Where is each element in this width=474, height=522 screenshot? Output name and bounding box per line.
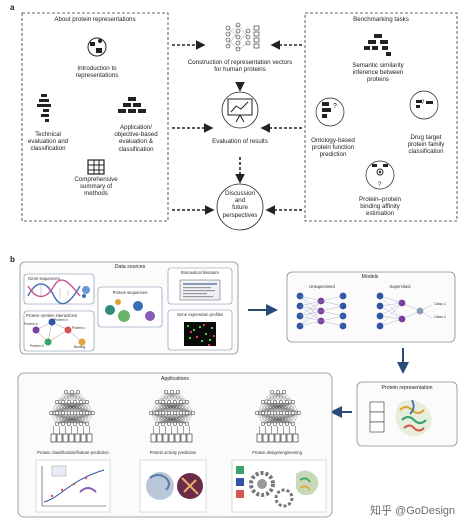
discussion-label: Discussion and future perspectives xyxy=(222,190,258,219)
application-network-2 xyxy=(148,389,196,443)
evaluation-board-icon xyxy=(221,91,259,129)
drug-target-icon: ? xyxy=(409,90,439,120)
application-icon xyxy=(118,97,146,113)
binding-label: Protein–protein binding affinity estimat… xyxy=(359,196,401,218)
watermark: 知乎 @GoDesign xyxy=(370,505,456,517)
protein-sequence-blobs xyxy=(105,299,155,322)
models-title: Models xyxy=(361,274,379,280)
supervised-network xyxy=(376,292,433,330)
ppi-node-b: Protein b xyxy=(54,318,68,322)
protein-sequences-label: Protein sequences xyxy=(112,290,148,295)
left-box-title: About protein representations xyxy=(54,16,136,23)
application-label: Application/ objective-based evaluation … xyxy=(114,124,158,153)
ontology-icon: ? xyxy=(315,97,345,127)
svg-text:?: ? xyxy=(421,100,425,106)
svg-text:?: ? xyxy=(378,182,382,188)
vector-cells xyxy=(369,401,385,433)
applications-title: Applications xyxy=(161,376,189,382)
ppi-node-c: Protein c xyxy=(72,326,86,330)
literature-screenshot xyxy=(179,279,221,301)
class1-label: Class 1 xyxy=(434,302,446,306)
ontology-label: Ontology-based protein function predicti… xyxy=(311,137,355,159)
intro-icon xyxy=(87,37,107,57)
drug-target-label: Drug target protein family classificatio… xyxy=(407,134,445,156)
summary-label: Comprehensive summary of methods xyxy=(74,176,118,198)
app1-label: Protein classification/feature predictio… xyxy=(37,450,109,455)
evaluation-label: Evaluation of results xyxy=(212,138,268,145)
app2-label: Protein activity prediction xyxy=(149,450,197,455)
unsupervised-label: Unsupervised xyxy=(309,284,335,289)
unsupervised-network xyxy=(296,292,347,330)
app3-design-graphic xyxy=(231,459,327,513)
construction-network-icon xyxy=(225,22,260,52)
ppi-network xyxy=(32,318,86,346)
gene-expression-heatmap xyxy=(184,322,216,346)
ppi-node-a: Protein a xyxy=(24,322,38,326)
semantic-icon xyxy=(364,34,391,56)
models-box xyxy=(286,271,456,343)
app2-protein-graphic xyxy=(139,459,207,513)
biomedical-literature-label: Biomedical literature xyxy=(181,270,219,275)
gene-expression-label: Gene expression profiles xyxy=(176,312,224,317)
supervised-label: Supervised xyxy=(389,284,411,289)
app3-label: Protein design/engineering xyxy=(252,450,302,455)
application-networks xyxy=(48,389,302,443)
panel-a-letter: a xyxy=(10,3,15,12)
svg-text:?: ? xyxy=(333,103,337,110)
discussion-circle xyxy=(216,183,264,231)
panel-b xyxy=(17,261,458,518)
representation-title: Protein representation xyxy=(381,385,433,391)
right-dashed-box xyxy=(304,12,458,222)
class2-label: Class 2 xyxy=(434,315,446,319)
dna-helix-graphic xyxy=(27,279,90,305)
protein-structure-graphic xyxy=(395,399,432,437)
left-dashed-box xyxy=(21,12,169,222)
ppi-node-d: Protein d xyxy=(30,344,44,348)
app1-chart-graphic xyxy=(35,459,111,513)
ppi-node-binding: Binding xyxy=(74,345,86,349)
semantic-label: Semantic similarity inference between pr… xyxy=(352,62,404,84)
panel-b-letter: b xyxy=(10,255,15,264)
construction-label: Construction of representation vectors f… xyxy=(187,59,293,74)
data-sources-title: Data sources xyxy=(114,264,146,270)
ppi-box xyxy=(23,310,95,352)
binding-icon: ? xyxy=(365,160,395,190)
intro-label: Introduction to representations xyxy=(75,65,119,80)
technical-label: Technical evaluation and classification xyxy=(27,131,69,153)
gene-sequences-label: Gene sequences xyxy=(28,276,60,281)
application-network-1 xyxy=(48,389,96,443)
panel-a: ? ? ? xyxy=(21,12,458,231)
right-box-title: Benchmarking tasks xyxy=(353,16,409,23)
application-network-3 xyxy=(254,389,302,443)
summary-icon xyxy=(87,159,105,175)
technical-icon xyxy=(37,94,51,122)
ppi-label: Protein–protein interactions xyxy=(26,313,77,318)
